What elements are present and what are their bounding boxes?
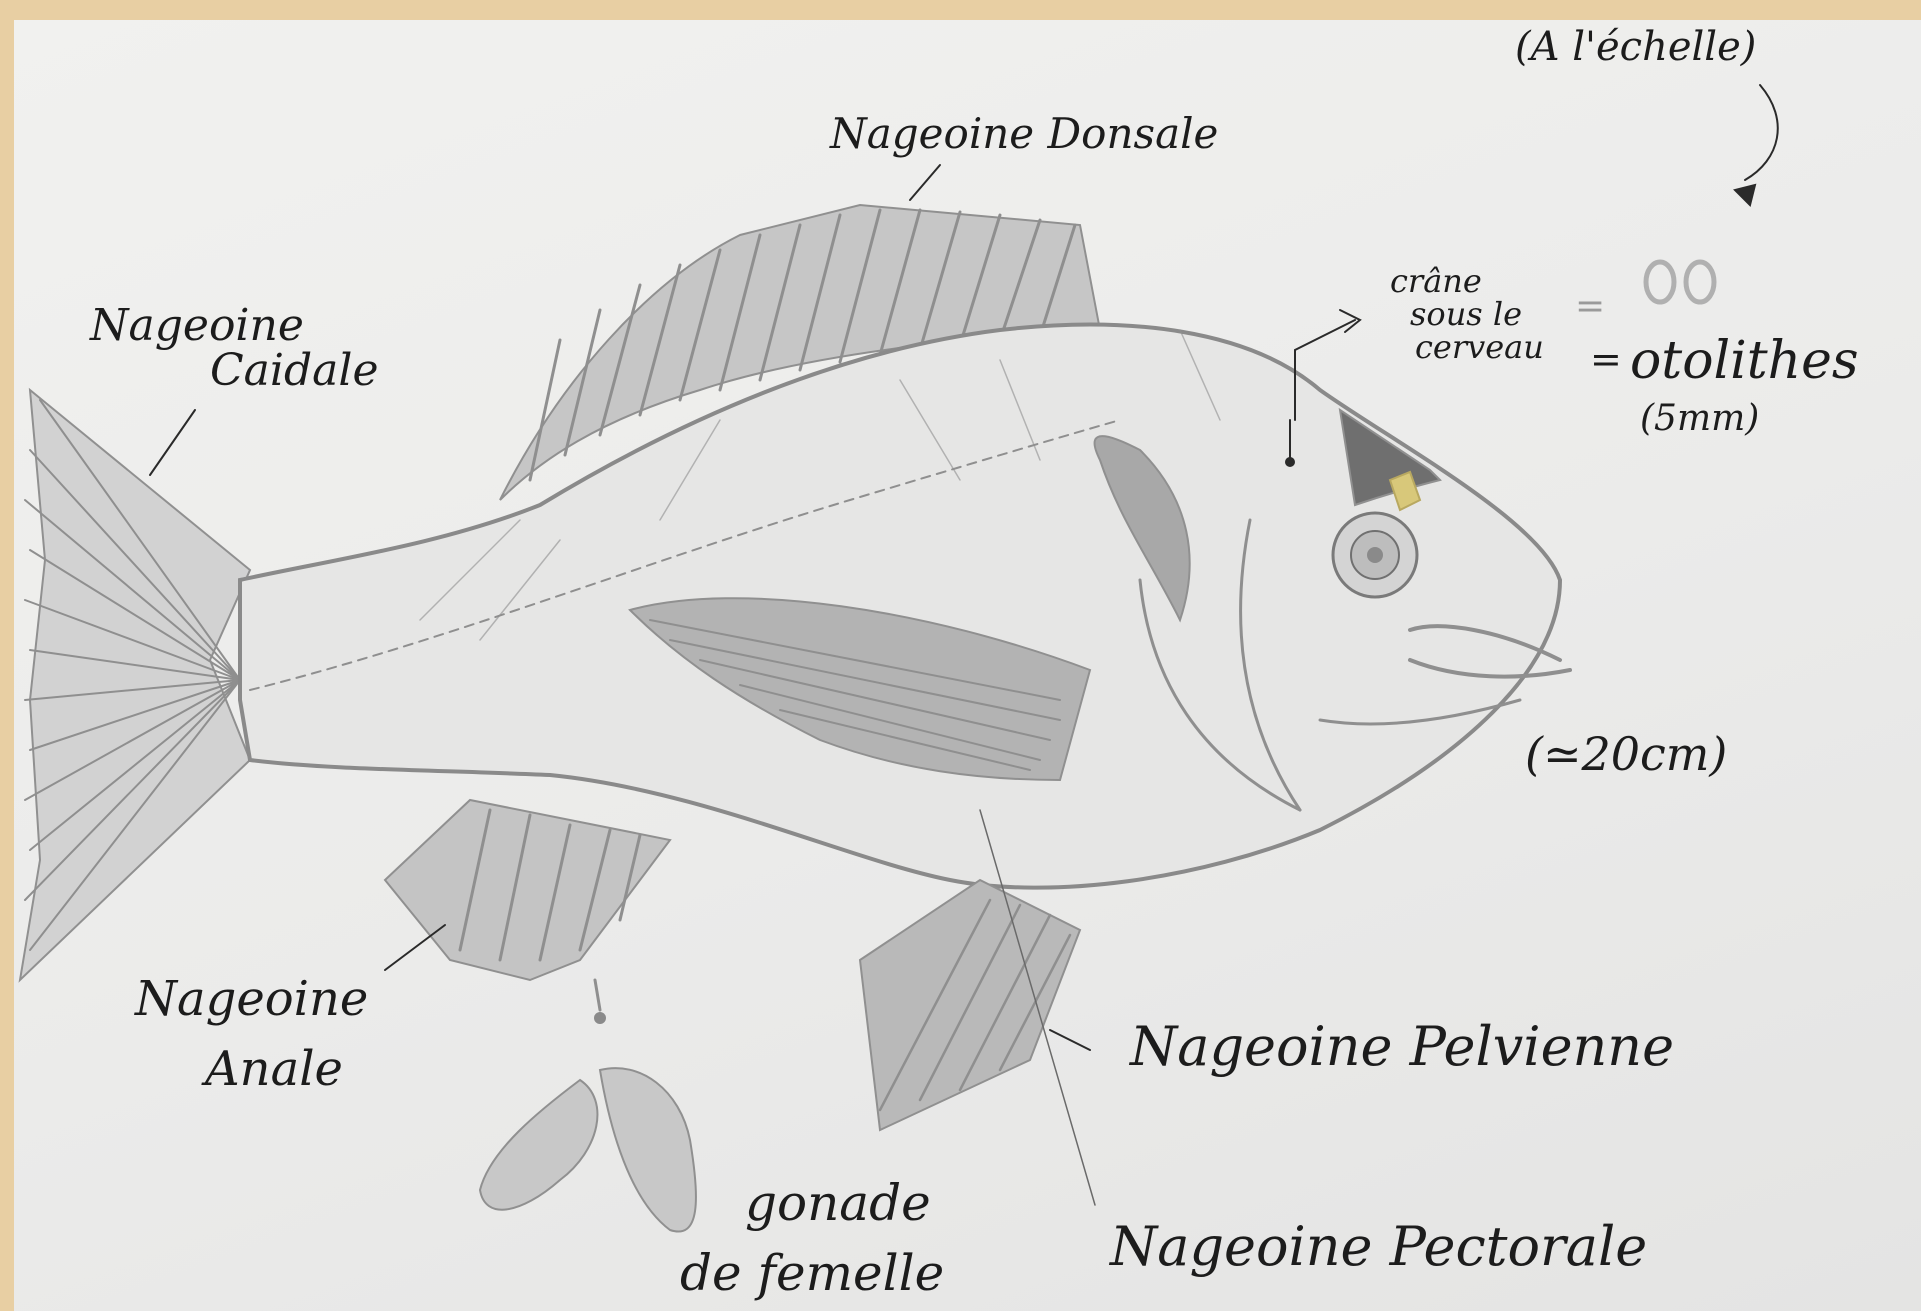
label-gonad-line2: de femelle [680,1244,944,1302]
label-anal-fin-line1: Nageoine [134,971,368,1027]
label-equals-2: = [1590,337,1622,381]
label-scale-note: (A l'échelle) [1515,24,1756,70]
label-fish-size: (≃20cm) [1525,727,1727,781]
label-gonad-line1: gonade [745,1174,931,1232]
label-equals-1: = [1575,286,1605,327]
label-pelvic-fin: Nageoine Pelvienne [1128,1015,1674,1078]
gonad-drawing [480,980,696,1232]
label-caudal-fin-line2: Caidale [210,345,378,396]
label-crane-line3: cerveau [1415,328,1544,366]
label-otolithes: otolithes [1630,331,1859,391]
caudal-fin [20,390,250,980]
pelvic-fin [860,880,1080,1130]
label-pectoral-fin: Nageoine Pectorale [1108,1215,1647,1278]
otolith-drawing [1646,262,1714,302]
label-caudal-fin-line1: Nageoine [89,300,304,351]
label-otolithes-size: (5mm) [1640,398,1759,439]
anal-fin [385,800,670,980]
fish-body [240,325,1560,888]
label-anal-fin-line2: Anale [201,1041,343,1097]
label-dorsal-fin: Nageoine Donsale [829,109,1218,158]
